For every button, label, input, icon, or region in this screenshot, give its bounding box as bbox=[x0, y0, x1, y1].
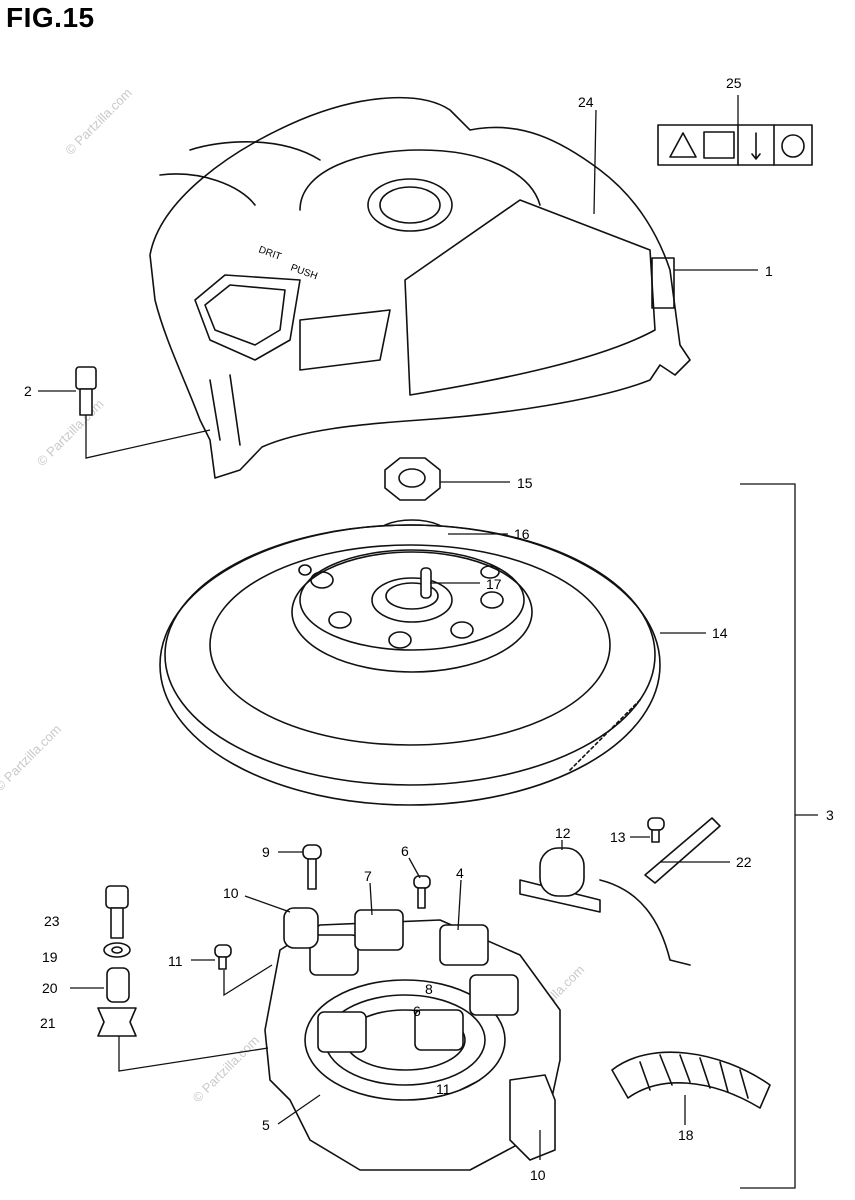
callout-11a: 11 bbox=[168, 953, 183, 969]
callout-14: 14 bbox=[712, 625, 728, 641]
assembly-bracket-3 bbox=[740, 483, 818, 1189]
watermark: © Partzilla.com bbox=[0, 722, 64, 795]
callout-8: 8 bbox=[425, 981, 433, 997]
callout-15: 15 bbox=[517, 475, 533, 491]
flywheel-cover: DRIT PUSH bbox=[149, 96, 691, 479]
callout-10a: 10 bbox=[223, 885, 239, 901]
protector-tube-18 bbox=[611, 1051, 771, 1109]
callout-23: 23 bbox=[44, 913, 60, 929]
callout-17: 17 bbox=[486, 576, 502, 592]
callout-16: 16 bbox=[514, 526, 530, 542]
pulser-coil-10b bbox=[509, 1074, 556, 1161]
callout-22: 22 bbox=[736, 854, 752, 870]
screw-13 bbox=[647, 817, 665, 843]
callout-4: 4 bbox=[456, 865, 464, 881]
callout-6a: 6 bbox=[401, 843, 409, 859]
callout-19: 19 bbox=[42, 949, 58, 965]
callout-5: 5 bbox=[262, 1117, 270, 1133]
callout-25: 25 bbox=[726, 75, 742, 91]
screw-6 bbox=[413, 875, 431, 909]
watermark: © Partzilla.com bbox=[62, 85, 135, 158]
watermark: © Partzilla.com bbox=[190, 1033, 263, 1106]
callout-11b: 11 bbox=[436, 1081, 451, 1097]
stator-coils bbox=[309, 909, 519, 1053]
washer-19 bbox=[103, 942, 131, 958]
callout-24: 24 bbox=[578, 94, 594, 110]
screw-11 bbox=[214, 944, 232, 970]
bolt-23 bbox=[105, 885, 129, 939]
callout-3: 3 bbox=[826, 807, 834, 823]
component-12 bbox=[519, 847, 691, 966]
flywheel bbox=[159, 524, 661, 806]
clamp-22 bbox=[644, 817, 721, 884]
warning-decal bbox=[657, 124, 813, 166]
callout-18: 18 bbox=[678, 1127, 694, 1143]
callout-20: 20 bbox=[42, 980, 58, 996]
callout-13: 13 bbox=[610, 829, 626, 845]
callout-10b: 10 bbox=[530, 1167, 546, 1183]
screw-9 bbox=[302, 844, 322, 890]
callout-12: 12 bbox=[555, 825, 571, 841]
flywheel-nut bbox=[384, 457, 441, 501]
callout-7: 7 bbox=[364, 868, 372, 884]
callout-9: 9 bbox=[262, 844, 270, 860]
exciter-coil-10 bbox=[283, 907, 319, 949]
collar-20 bbox=[106, 967, 130, 1003]
callout-1: 1 bbox=[765, 263, 773, 279]
callout-labels: 1 2 3 4 5 6 6 7 8 9 10 10 11 11 12 13 14… bbox=[24, 75, 834, 1183]
callout-2: 2 bbox=[24, 383, 32, 399]
callout-6b: 6 bbox=[413, 1003, 421, 1019]
leader-lines bbox=[38, 95, 758, 1160]
callout-21: 21 bbox=[40, 1015, 56, 1031]
figure-title: FIG.15 bbox=[6, 2, 95, 33]
grommet-21 bbox=[97, 1007, 137, 1037]
watermark: © Partzilla.com bbox=[34, 396, 107, 469]
